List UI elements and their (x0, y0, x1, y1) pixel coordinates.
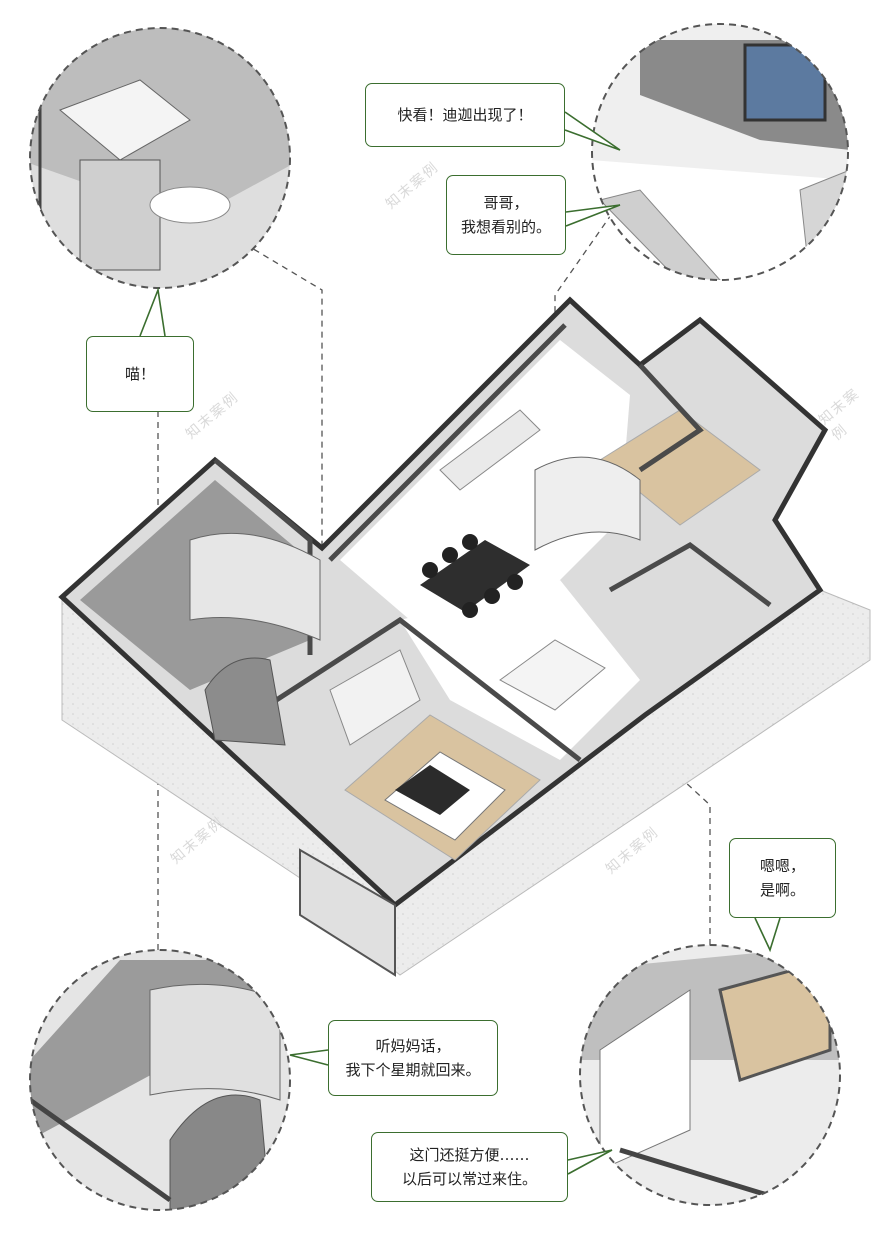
speech-bubble: 听妈妈话， 我下个星期就回来。 (328, 1020, 498, 1096)
bubble-text: 这门还挺方便…… (409, 1146, 530, 1164)
sofa (499, 639, 606, 711)
speech-bubble: 快看！迪迦出现了！ (365, 83, 565, 147)
bubble-text: 以后可以常过来住。 (401, 1170, 537, 1188)
speech-bubble: 喵！ (86, 336, 194, 412)
isometric-floor-plan (58, 296, 871, 977)
detail-circle-tv (592, 24, 848, 280)
bubble-text: 是啊。 (759, 881, 805, 899)
speech-bubble: 哥哥， 我想看别的。 (446, 175, 566, 255)
bubble-text: 哥哥， (483, 194, 529, 212)
tv-screen (743, 43, 827, 122)
speech-bubble: 这门还挺方便…… 以后可以常过来住。 (371, 1132, 568, 1202)
bubble-text: 我下个星期就回来。 (345, 1061, 481, 1079)
speech-bubble: 嗯嗯， 是啊。 (729, 838, 836, 918)
bubble-text: 快看！迪迦出现了！ (397, 106, 533, 124)
bubble-text: 我想看别的。 (460, 218, 551, 236)
detail-circle-cat (30, 28, 290, 288)
bubble-pointers (139, 111, 781, 1175)
bubble-text: 喵！ (124, 365, 155, 383)
detail-circle-hallway (30, 950, 290, 1210)
dining-table (420, 540, 530, 612)
bubble-text: 嗯嗯， (759, 857, 805, 875)
bubble-text: 听妈妈话， (375, 1037, 451, 1055)
detail-circle-door (580, 945, 840, 1205)
